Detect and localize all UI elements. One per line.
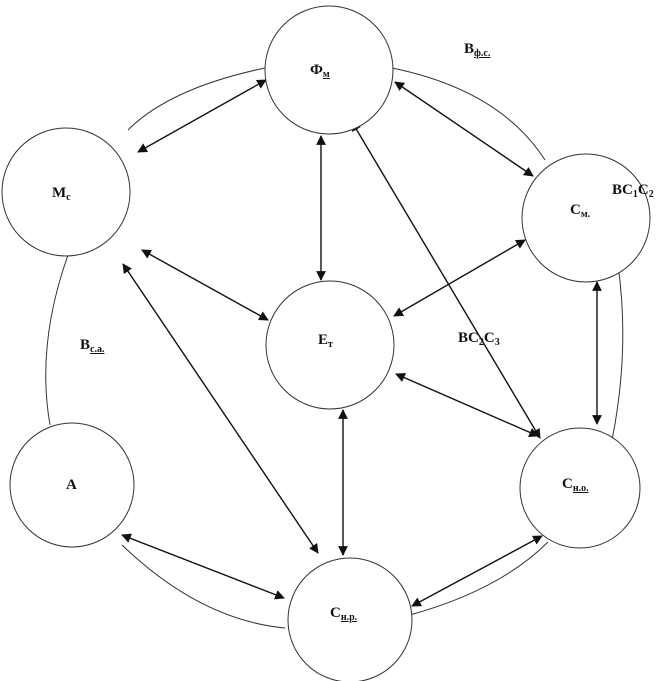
arrow-ms-snr: [122, 263, 319, 554]
arrow-et-sno: [395, 373, 539, 437]
label-bc1c2-s2: 2: [649, 189, 654, 200]
label-bfs-sub: ф.с.: [474, 48, 491, 59]
node-fm-main: Ф: [310, 62, 323, 78]
label-bfs: Вф.с.: [464, 41, 491, 59]
svg-text:Сн.о.: Сн.о.: [562, 476, 589, 494]
node-sm: См.: [521, 153, 651, 283]
node-et: Ет: [265, 280, 395, 410]
node-snr: Сн.р.: [287, 557, 413, 681]
arc-a-snr: [121, 544, 286, 629]
node-et-circle: [265, 280, 395, 410]
node-fm: Фм: [264, 5, 394, 135]
node-fm-circle: [264, 5, 394, 135]
arc-ms-fm: [127, 67, 266, 131]
arc-ms-a: [45, 254, 69, 426]
svg-text:Фм: Фм: [310, 62, 330, 80]
node-sno-circle: [519, 427, 641, 549]
arrow-fm-ms: [137, 79, 267, 153]
label-bc2c3-s1: 2: [479, 337, 484, 348]
svg-text:Мс: Мс: [52, 185, 71, 203]
arrow-a-snr: [121, 533, 285, 600]
arrow-ms-et: [141, 249, 269, 321]
node-sm-sub: м.: [581, 209, 591, 220]
node-sm-circle: [521, 153, 651, 283]
svg-text:См.: См.: [570, 202, 591, 220]
node-sno-main: С: [562, 476, 573, 492]
node-sno-sub: н.о.: [573, 483, 589, 494]
node-ms-main: М: [52, 185, 66, 201]
node-a: А: [9, 422, 135, 548]
label-bc1c2: ВС1С2: [612, 182, 654, 200]
label-bc2c3-s2: 3: [495, 337, 500, 348]
arrow-fm-sm: [394, 81, 534, 177]
node-fm-sub: м: [323, 69, 330, 80]
node-a-circle: [9, 422, 135, 548]
label-bc2c3-p1: ВС: [458, 330, 479, 346]
node-sm-main: С: [570, 202, 581, 218]
label-bc1c2-s1: 1: [633, 189, 638, 200]
label-bsa-sub: с.а.: [90, 344, 105, 355]
node-a-main: А: [66, 477, 77, 493]
node-et-sub: т: [328, 339, 333, 350]
node-ms: Мс: [1, 127, 131, 257]
node-snr-main: С: [330, 605, 341, 621]
node-sno: Сн.о.: [519, 427, 641, 549]
svg-text:Сн.р.: Сн.р.: [330, 605, 358, 623]
arrow-sm-et: [393, 239, 526, 317]
arc-snr-sno: [409, 541, 549, 616]
label-bc2c3-p2: С: [484, 330, 495, 346]
svg-text:Ет: Ет: [318, 332, 333, 350]
connections: [121, 79, 602, 607]
arrow-snr-sno: [411, 535, 543, 607]
label-bc1c2-p2: С: [638, 182, 649, 198]
node-snr-sub: н.р.: [341, 612, 358, 623]
label-bfs-main: В: [464, 41, 474, 57]
arrow-fm-sno: [351, 121, 541, 439]
arc-fm-sm: [391, 67, 546, 161]
node-et-main: Е: [318, 332, 328, 348]
label-bsa-main: В: [80, 337, 90, 353]
node-ms-sub: с: [66, 192, 71, 203]
label-bc2c3: ВС2С3: [458, 330, 500, 348]
node-ms-circle: [1, 127, 131, 257]
label-bsa: Вс.а.: [80, 337, 105, 355]
node-snr-circle: [287, 557, 413, 681]
arc-sm-sno: [611, 264, 624, 441]
label-bc1c2-p1: ВС: [612, 182, 633, 198]
